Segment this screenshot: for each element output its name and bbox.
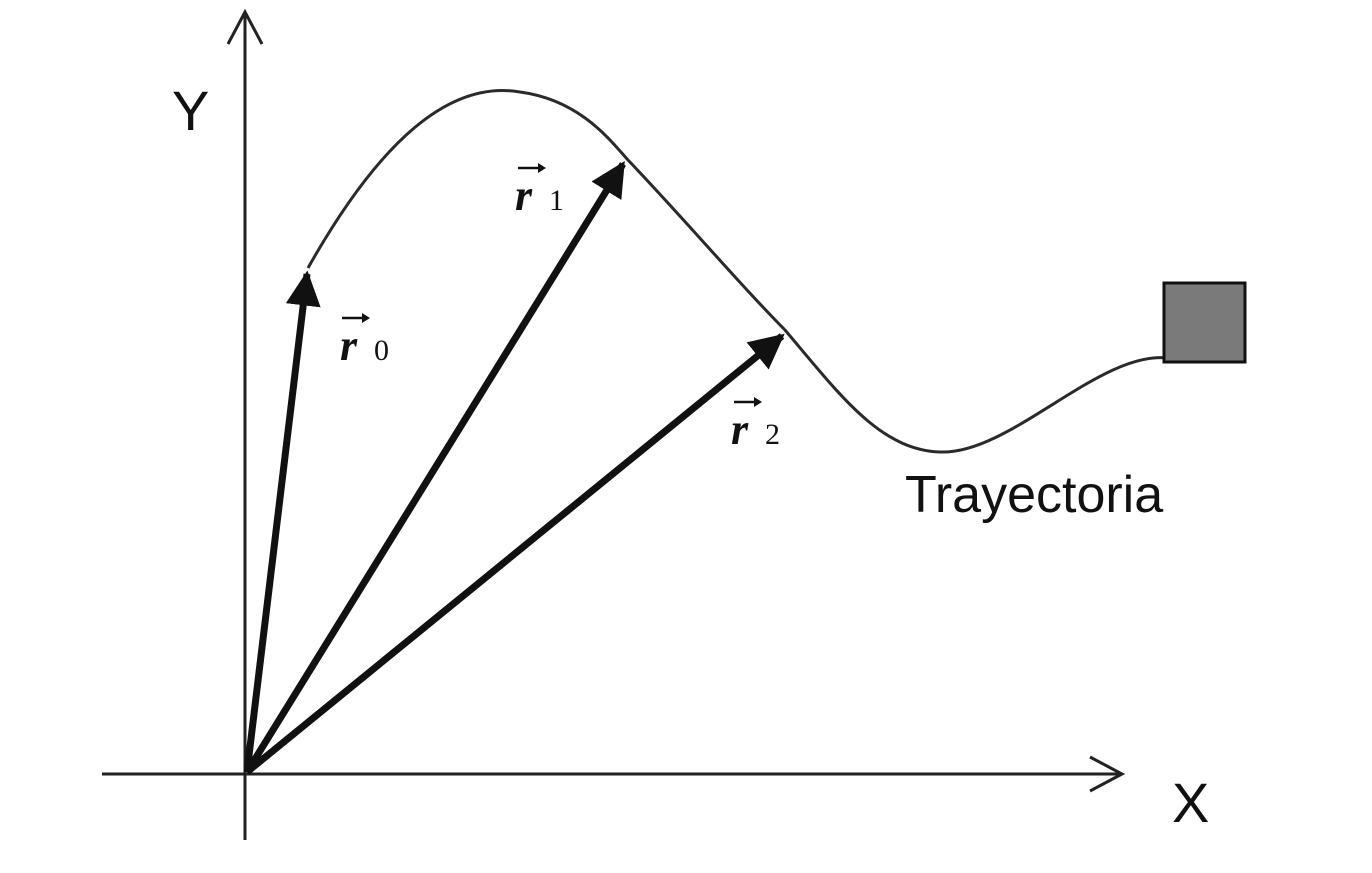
vector-subscript-r1: 1 <box>549 184 564 217</box>
y-axis-arrowhead <box>226 8 264 45</box>
vector-r0 <box>243 270 321 773</box>
vector-letter-r1: r <box>515 171 533 220</box>
vector-subscript-r0: 0 <box>374 334 389 367</box>
x-axis-arrowhead <box>1089 755 1126 793</box>
vector-letter-r2: r <box>731 405 749 454</box>
overbar-r1-tip <box>538 163 546 173</box>
vector-label-r1: r 1 <box>515 163 564 220</box>
trajectory-curve <box>306 89 1169 454</box>
overbar-r2-tip <box>754 397 762 407</box>
moving-object-square <box>1162 281 1247 364</box>
overbar-r0-tip <box>362 313 370 323</box>
trajectory-label: Trayectoria <box>905 466 1163 524</box>
vector-label-r2: r 2 <box>731 397 780 454</box>
vector-r1 <box>244 161 626 774</box>
y-axis-label: Y <box>172 79 209 142</box>
vector-label-r0: r 0 <box>340 313 389 370</box>
vector-r2 <box>244 333 785 775</box>
vector-letter-r0: r <box>340 321 358 370</box>
x-axis-label: X <box>1172 771 1209 834</box>
vector-subscript-r2: 2 <box>765 418 780 451</box>
